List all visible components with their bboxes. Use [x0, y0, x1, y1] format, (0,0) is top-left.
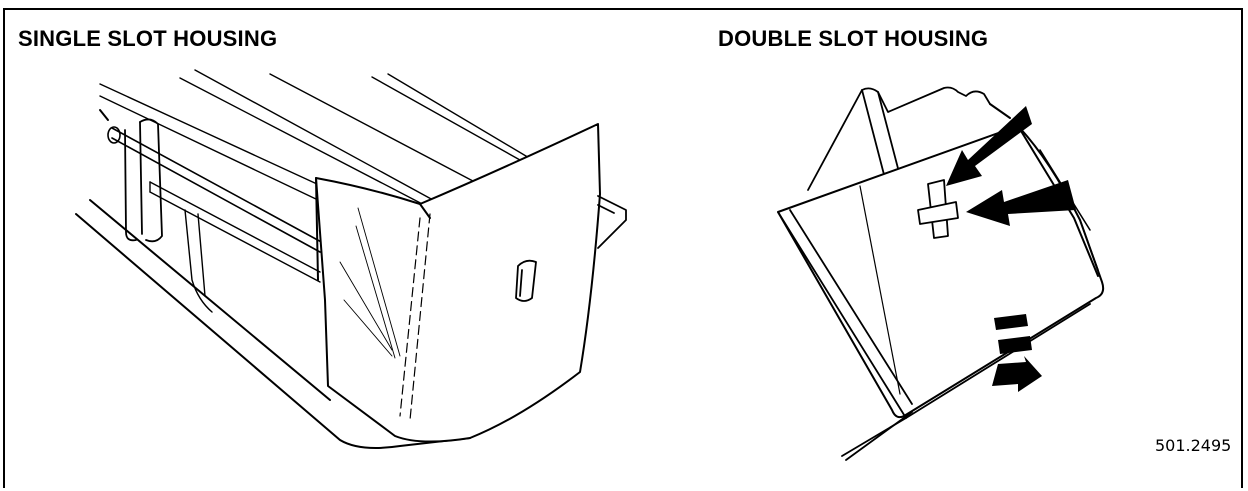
end-cap-slot [515, 259, 537, 302]
panel-detail-lines [859, 185, 901, 395]
housing-body-lines [99, 69, 537, 213]
shading-lines [339, 207, 401, 359]
front-panel [777, 103, 1105, 419]
arrow-icons [946, 106, 1076, 226]
side-rail [597, 195, 627, 249]
dashed-arrow-icon [992, 314, 1042, 392]
housing-tray-edges [75, 109, 471, 449]
single-slot-housing-title: SINGLE SLOT HOUSING [18, 26, 278, 51]
rod-with-knob [107, 126, 326, 253]
seam-dashes [399, 213, 431, 421]
diagram-frame [3, 8, 1243, 488]
panel-foot [777, 209, 1091, 461]
latch-clip [917, 179, 959, 239]
figure-number: 501.2495 [1155, 436, 1232, 455]
end-cap [315, 123, 601, 443]
latch-post [124, 118, 163, 243]
lower-arrow-icon [966, 180, 1076, 226]
inner-bracket [149, 181, 321, 313]
upper-arrow-icon [946, 106, 1032, 186]
double-slot-housing-title: DOUBLE SLOT HOUSING [718, 26, 989, 51]
